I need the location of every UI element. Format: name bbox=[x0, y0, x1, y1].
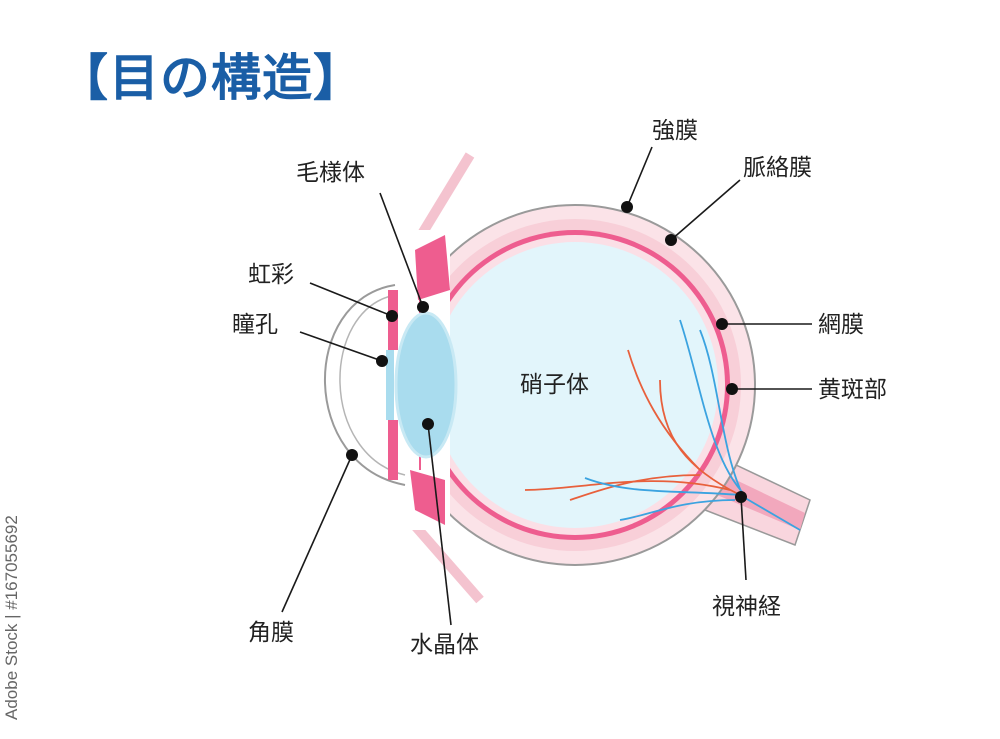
label-retina: 網膜 bbox=[818, 312, 864, 338]
label-lens: 水晶体 bbox=[410, 632, 479, 658]
dot-lens bbox=[422, 418, 434, 430]
label-iris: 虹彩 bbox=[248, 262, 294, 288]
leader-pupil bbox=[299, 331, 383, 362]
iris-lower bbox=[388, 420, 398, 480]
label-cornea: 角膜 bbox=[248, 620, 294, 646]
dot-ciliary-body bbox=[417, 301, 429, 313]
leader-ciliary-body bbox=[379, 192, 424, 308]
page-title: 【目の構造】 bbox=[58, 49, 364, 107]
leader-choroid bbox=[670, 179, 741, 241]
lower-eyelid bbox=[406, 516, 484, 604]
label-sclera: 強膜 bbox=[652, 118, 698, 144]
leader-iris bbox=[309, 282, 393, 317]
label-macula: 黄斑部 bbox=[818, 377, 887, 403]
dot-sclera bbox=[621, 201, 633, 213]
dot-cornea bbox=[346, 449, 358, 461]
pupil-gap bbox=[386, 350, 394, 420]
dot-retina bbox=[716, 318, 728, 330]
label-optic-nerve: 視神経 bbox=[712, 594, 781, 620]
ciliary-body-lower bbox=[410, 470, 445, 525]
optic-nerve-core bbox=[710, 470, 805, 530]
lens bbox=[394, 311, 458, 459]
retinal-veins bbox=[584, 319, 801, 531]
label-vitreous: 硝子体 bbox=[520, 372, 589, 398]
ciliary-body-upper bbox=[415, 235, 450, 300]
dot-macula bbox=[726, 383, 738, 395]
leader-optic-nerve bbox=[740, 496, 747, 581]
leader-lens bbox=[427, 423, 452, 626]
cornea-outline bbox=[324, 284, 406, 486]
dot-pupil bbox=[376, 355, 388, 367]
label-choroid: 脈絡膜 bbox=[743, 155, 812, 181]
retinal-arteries bbox=[524, 349, 741, 501]
label-ciliary-body: 毛様体 bbox=[296, 160, 365, 186]
leader-sclera bbox=[626, 146, 653, 208]
label-pupil: 瞳孔 bbox=[232, 312, 278, 338]
dot-iris bbox=[386, 310, 398, 322]
vitreous-body bbox=[432, 242, 718, 528]
leader-cornea bbox=[281, 454, 353, 613]
dot-choroid bbox=[665, 234, 677, 246]
dot-optic-nerve bbox=[735, 491, 747, 503]
